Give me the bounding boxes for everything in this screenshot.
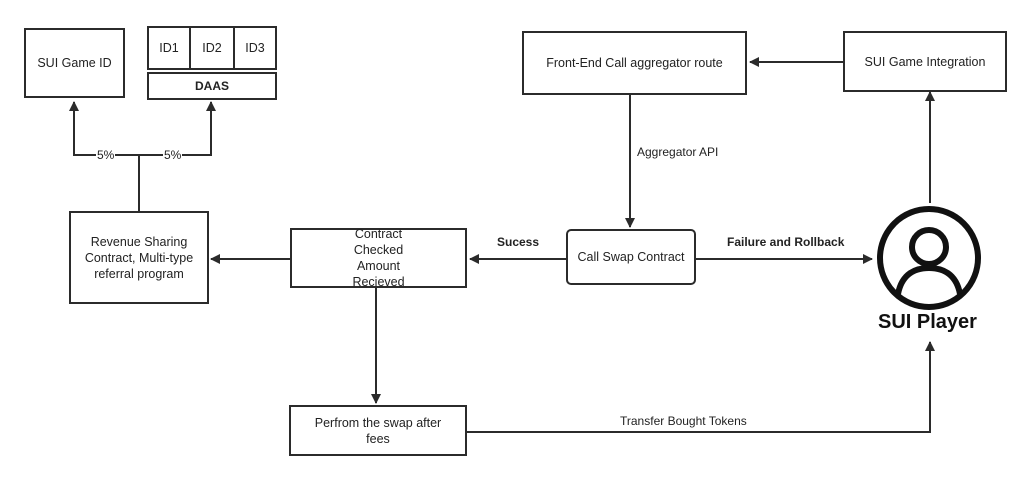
node-contract-checked: Contract Checked Amount Recieved — [290, 227, 467, 289]
node-id2: ID2 — [189, 26, 235, 70]
pct-right-label: 5% — [163, 148, 183, 162]
aggregator-api-label: Aggregator API — [637, 145, 719, 159]
transfer-tokens-label: Transfer Bought Tokens — [620, 414, 747, 428]
pct-left-label: 5% — [96, 148, 116, 162]
node-perform-swap: Perfrom the swap after fees — [289, 405, 467, 456]
failure-rollback-label: Failure and Rollback — [727, 235, 845, 249]
user-circle-icon — [877, 206, 981, 310]
node-frontend-aggregator: Front-End Call aggregator route — [522, 31, 747, 95]
success-label: Sucess — [497, 235, 540, 249]
node-id1: ID1 — [147, 26, 191, 70]
node-sui-game-integration: SUI Game Integration — [843, 31, 1007, 92]
node-call-swap-contract: Call Swap Contract — [566, 229, 696, 285]
node-sui-game-id: SUI Game ID — [24, 28, 125, 98]
edge-perform-to-player — [467, 341, 935, 433]
sui-player-label: SUI Player — [878, 311, 977, 333]
node-daas: DAAS — [147, 72, 277, 100]
edge-split-to-game-id — [69, 101, 139, 156]
node-revenue-sharing: Revenue Sharing Contract, Multi-type ref… — [69, 211, 209, 304]
node-id3: ID3 — [233, 26, 277, 70]
